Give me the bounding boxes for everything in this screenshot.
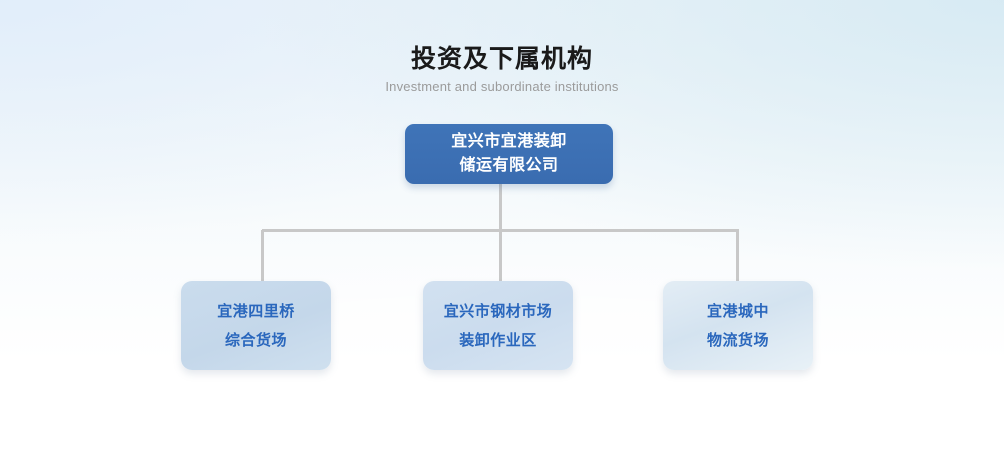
node-root[interactable]: 宜兴市宜港装卸 储运有限公司 bbox=[405, 124, 613, 184]
node-child-1[interactable]: 宜港四里桥 综合货场 bbox=[181, 281, 331, 370]
chart-heading: 投资及下属机构 Investment and subordinate insti… bbox=[0, 44, 1004, 95]
node-child-2[interactable]: 宜兴市钢材市场 装卸作业区 bbox=[423, 281, 573, 370]
node-child-3[interactable]: 宜港城中 物流货场 bbox=[663, 281, 813, 370]
page-subtitle: Investment and subordinate institutions bbox=[385, 79, 619, 94]
node-child-1-line-1: 宜港四里桥 bbox=[217, 302, 295, 320]
node-child-3-line-1: 宜港城中 bbox=[706, 302, 769, 320]
node-child-2-line-1: 宜兴市钢材市场 bbox=[443, 302, 553, 320]
node-child-1-line-2: 综合货场 bbox=[224, 331, 287, 349]
node-root-line-2: 储运有限公司 bbox=[459, 157, 559, 174]
node-root-line-1: 宜兴市宜港装卸 bbox=[451, 133, 567, 150]
node-child-2-line-2: 装卸作业区 bbox=[459, 331, 537, 349]
page-title: 投资及下属机构 bbox=[410, 45, 593, 73]
node-child-3-line-2: 物流货场 bbox=[706, 331, 769, 349]
